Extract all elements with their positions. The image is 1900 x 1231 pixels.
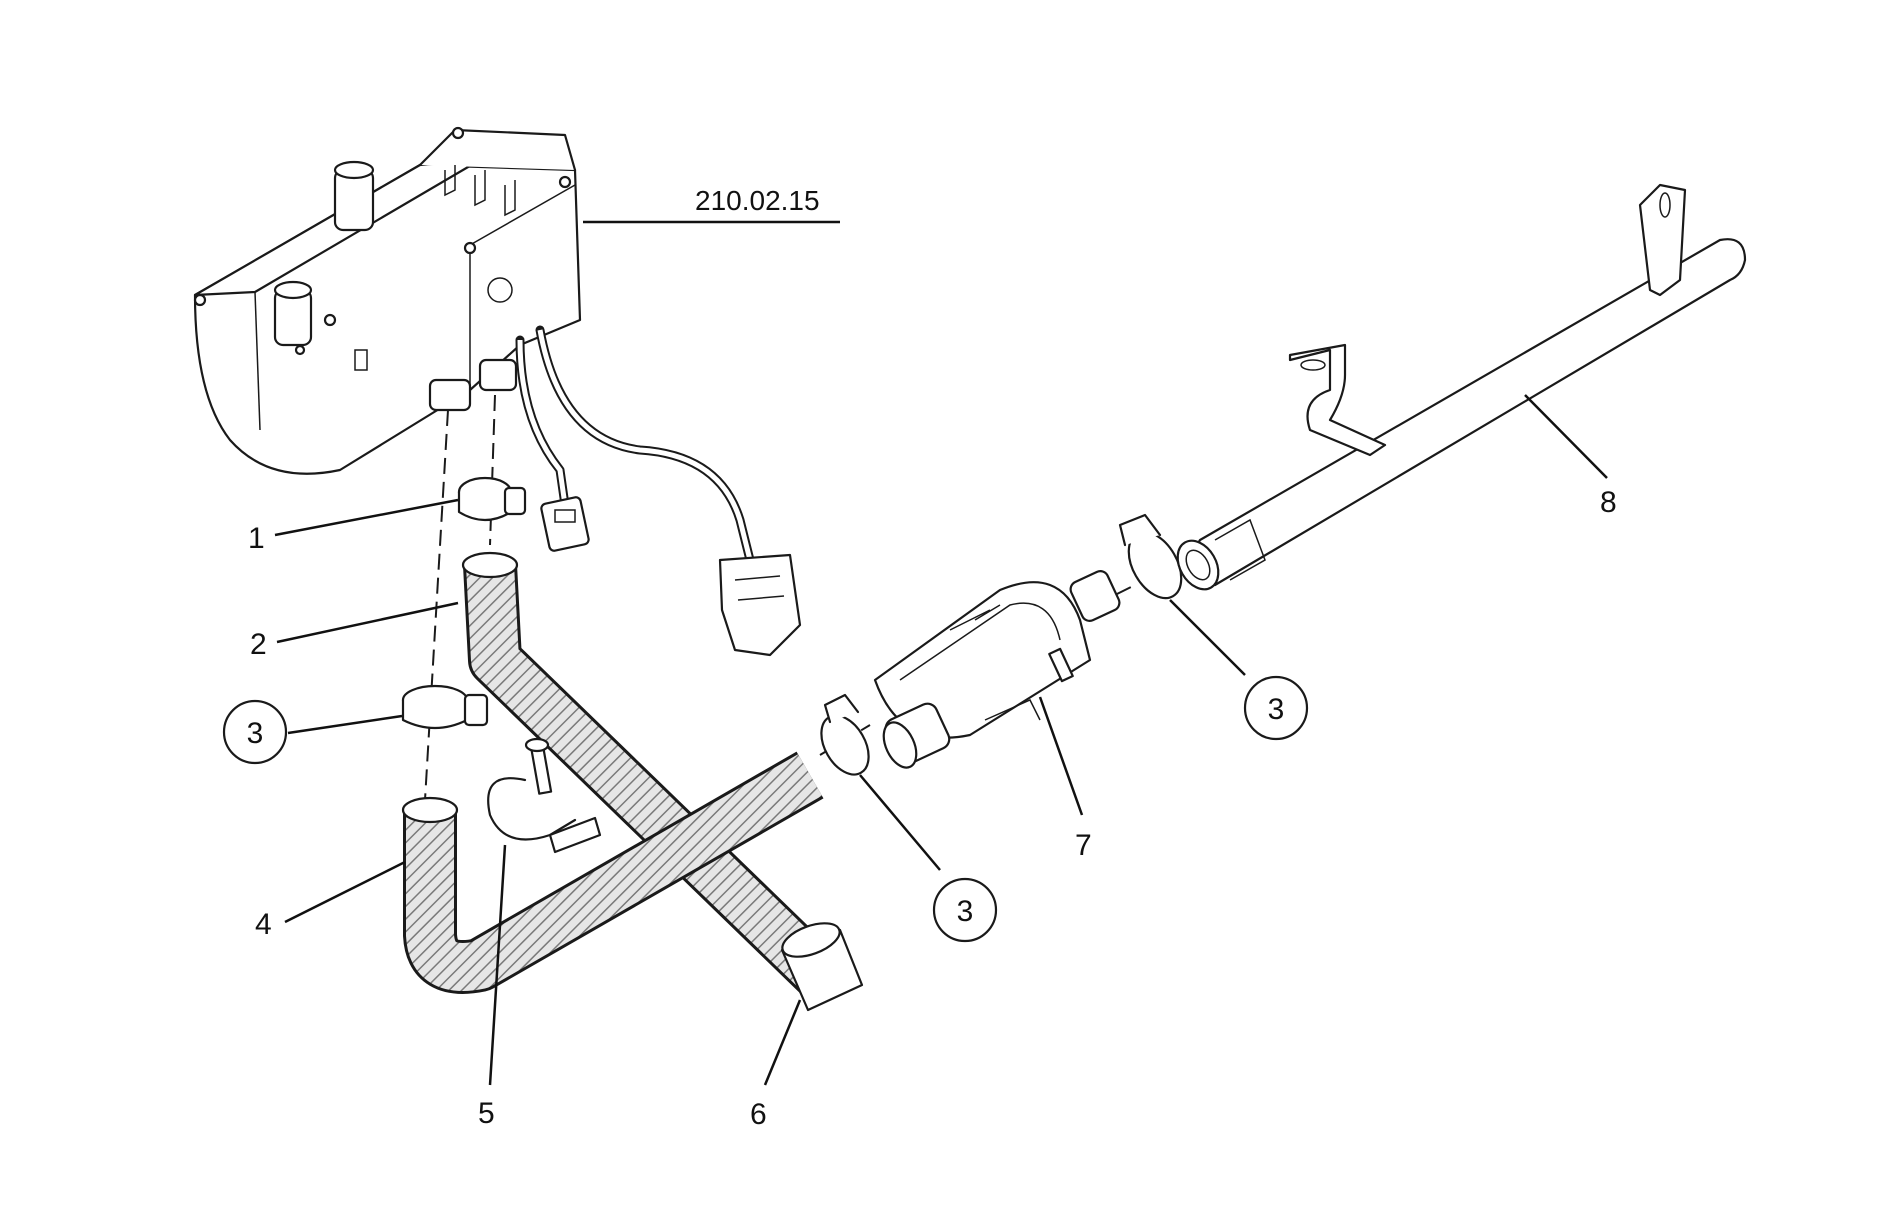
callout-3c-circle — [1243, 675, 1309, 741]
leader-6 — [763, 999, 802, 1086]
pipe-clip-part-5 — [487, 737, 602, 854]
main-connector — [718, 553, 802, 657]
small-connector — [540, 496, 590, 552]
leader-3a — [287, 714, 403, 735]
tailpipe-bracket-right — [1638, 183, 1687, 297]
assembly-line-left — [424, 409, 449, 801]
heater-screws — [193, 126, 572, 356]
callout-3b-circle — [932, 877, 998, 943]
callout-3b: 3 — [957, 895, 974, 928]
leader-3c — [1169, 599, 1246, 676]
callout-1: 1 — [248, 522, 265, 555]
callout-3a-circle — [222, 699, 288, 765]
clamp-part-1 — [457, 476, 527, 522]
intake-hose-part-4 — [401, 751, 824, 994]
heater-coolant-port-top — [333, 160, 375, 232]
tailpipe-part-8 — [1176, 183, 1747, 591]
leader-5 — [488, 844, 507, 1086]
callout-2: 2 — [250, 628, 267, 661]
leader-1 — [274, 498, 459, 537]
heater-vent-slots — [444, 165, 516, 217]
callout-3a: 3 — [247, 717, 264, 750]
heater-unit — [193, 126, 582, 475]
clamp-part-3-middle — [820, 693, 870, 776]
callout-5: 5 — [478, 1097, 495, 1130]
leader-3b — [859, 774, 941, 871]
callout-3c: 3 — [1268, 693, 1285, 726]
exhaust-hose-part-2 — [461, 551, 839, 995]
callout-8: 8 — [1600, 486, 1617, 519]
clamp-part-3-right — [1118, 513, 1183, 600]
end-sleeve-part-6 — [780, 922, 864, 1012]
tailpipe-bracket-left — [1288, 343, 1387, 457]
leader-4 — [284, 860, 406, 924]
heater-coolant-port-side — [273, 280, 313, 347]
callout-7: 7 — [1075, 829, 1092, 862]
leader-8 — [1524, 394, 1608, 479]
diagram-reference-number: 210.02.15 — [695, 185, 820, 216]
leader-7 — [1038, 696, 1084, 816]
callout-6: 6 — [750, 1098, 767, 1131]
callout-4: 4 — [255, 908, 272, 941]
leader-2 — [276, 601, 459, 644]
wiring-harness — [515, 325, 802, 657]
clamp-part-3-left — [401, 684, 489, 730]
silencer-part-7 — [873, 570, 1121, 769]
assembly-line-right — [489, 394, 496, 546]
